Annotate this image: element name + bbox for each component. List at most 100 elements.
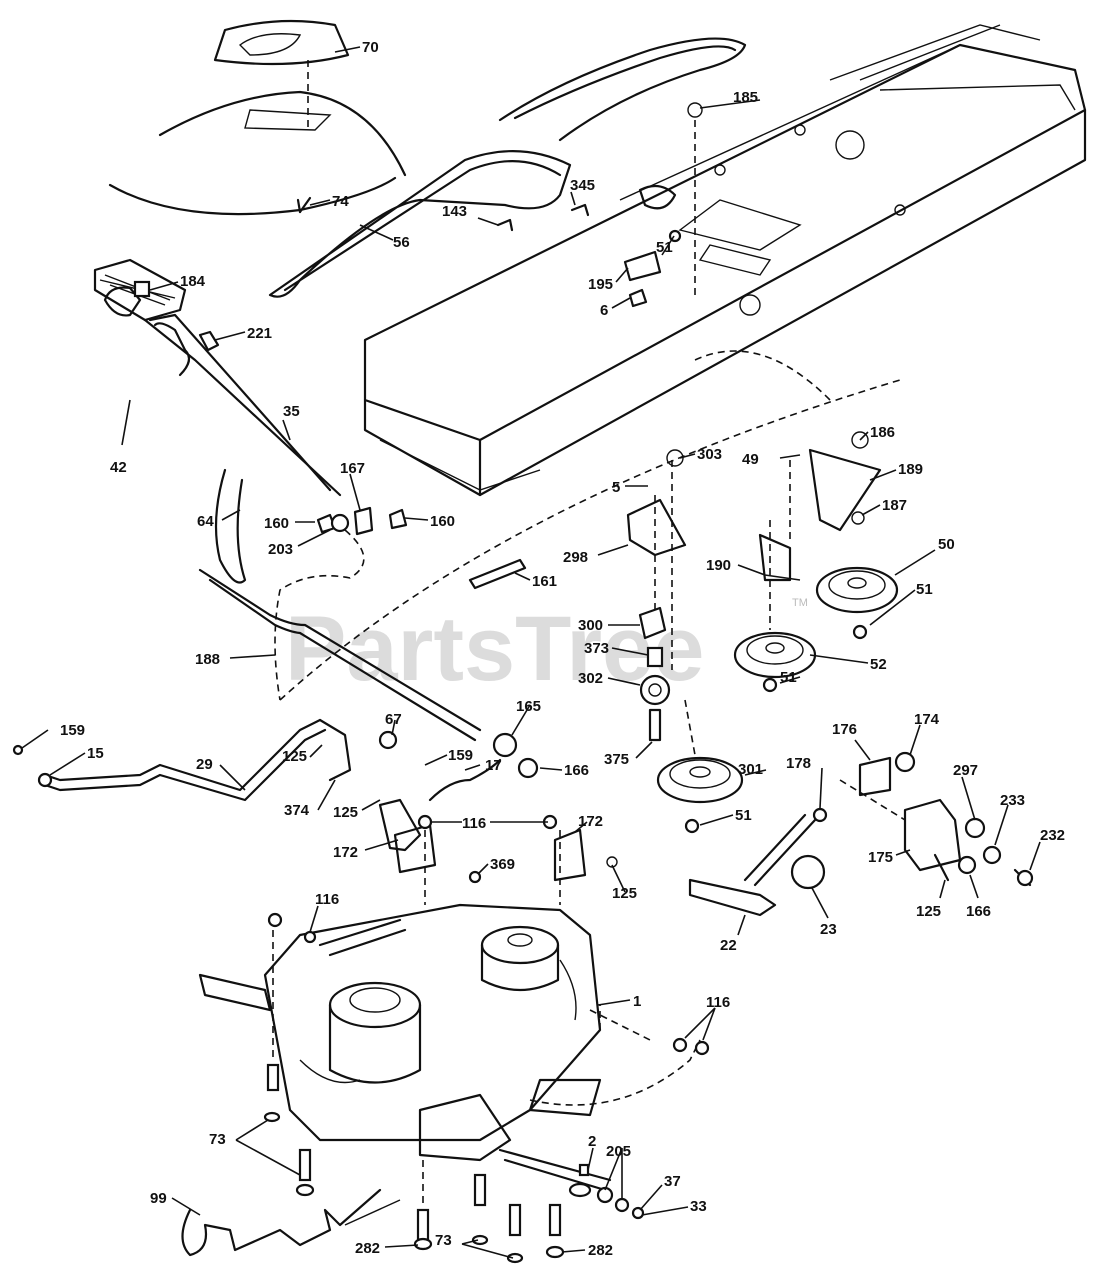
brake-pedal-part — [93, 258, 342, 497]
callout-221: 221 — [247, 325, 272, 342]
callout-167: 167 — [340, 460, 365, 477]
callout-125-b: 125 — [333, 804, 358, 821]
callout-116-left: 116 — [315, 891, 339, 908]
callout-35: 35 — [283, 403, 300, 420]
leader-lines — [21, 46, 1041, 1259]
callout-374: 374 — [284, 802, 310, 819]
callout-70: 70 — [362, 39, 379, 56]
callout-375: 375 — [604, 751, 629, 768]
brake-link-part — [12, 718, 539, 852]
callout-160-right: 160 — [430, 513, 455, 530]
callout-187: 187 — [882, 497, 907, 514]
callout-282-left: 282 — [355, 1240, 380, 1257]
callout-15: 15 — [87, 745, 104, 762]
callout-373: 373 — [584, 640, 609, 657]
callout-74: 74 — [332, 193, 349, 210]
linkage-parts — [274, 350, 901, 701]
callout-33: 33 — [690, 1198, 707, 1215]
rod-99-part — [181, 1188, 401, 1257]
bracket-176-part — [839, 751, 1034, 887]
callout-301: 301 — [738, 761, 763, 778]
idler-pulley-301-part — [656, 699, 744, 804]
callout-51-lower: 51 — [780, 669, 797, 686]
callout-190: 190 — [706, 557, 731, 574]
oring-23-part — [790, 854, 826, 890]
callout-51-mid: 51 — [916, 581, 933, 598]
callout-161: 161 — [532, 573, 557, 590]
callout-186: 186 — [870, 424, 895, 441]
callout-178: 178 — [786, 755, 811, 772]
idler-pulley-50-part — [815, 566, 899, 614]
callout-labels: 70 74 56 345 143 185 51 195 6 184 221 35… — [60, 39, 1065, 1259]
callout-1: 1 — [633, 993, 641, 1010]
callout-73-left: 73 — [209, 1131, 226, 1148]
hood-cover-part — [108, 19, 407, 216]
bracket-172-part — [393, 814, 618, 905]
callout-184: 184 — [180, 273, 206, 290]
callout-188: 188 — [195, 651, 220, 668]
callout-282-right: 282 — [588, 1242, 613, 1259]
idler-bracket-298-part — [626, 449, 687, 742]
callout-300: 300 — [578, 617, 603, 634]
callout-297: 297 — [953, 762, 978, 779]
callout-6: 6 — [600, 302, 608, 319]
callout-2: 2 — [588, 1133, 596, 1150]
transaxle-part — [198, 903, 701, 1198]
callout-176: 176 — [832, 721, 857, 738]
callout-51-top: 51 — [656, 239, 673, 256]
callout-125-d: 125 — [916, 903, 941, 920]
callout-143: 143 — [442, 203, 467, 220]
callout-99: 99 — [150, 1190, 167, 1207]
callout-159-left: 159 — [60, 722, 85, 739]
callout-67: 67 — [385, 711, 402, 728]
hardware-parts — [296, 102, 868, 884]
callout-22: 22 — [720, 937, 737, 954]
callout-17: 17 — [485, 757, 502, 774]
callout-232: 232 — [1040, 827, 1065, 844]
tractor-frame-part — [363, 24, 1087, 497]
knob-184-part — [103, 280, 151, 317]
callout-29: 29 — [196, 756, 213, 773]
callout-50: 50 — [938, 536, 955, 553]
callout-203: 203 — [268, 541, 293, 558]
callout-165: 165 — [516, 698, 541, 715]
callout-5: 5 — [612, 479, 620, 496]
clip-221-part — [198, 330, 220, 352]
callout-116-right: 116 — [706, 994, 730, 1011]
callout-73-bottom: 73 — [435, 1232, 452, 1249]
callout-159-right: 159 — [448, 747, 473, 764]
callout-37: 37 — [664, 1173, 681, 1190]
callout-56: 56 — [393, 234, 410, 251]
pins-73-282-part — [263, 912, 710, 1264]
callout-172-right: 172 — [578, 813, 603, 830]
callout-189: 189 — [898, 461, 923, 478]
callout-125-a: 125 — [282, 748, 307, 765]
callout-303: 303 — [697, 446, 722, 463]
callout-175: 175 — [868, 849, 893, 866]
callout-42: 42 — [110, 459, 127, 476]
callout-302: 302 — [578, 670, 603, 687]
callout-49: 49 — [742, 451, 759, 468]
callout-52: 52 — [870, 656, 887, 673]
callout-23: 23 — [820, 921, 837, 938]
callout-51-bottom: 51 — [735, 807, 752, 824]
callout-233: 233 — [1000, 792, 1025, 809]
callout-172-left: 172 — [333, 844, 358, 861]
idler-pulley-52-part — [733, 631, 817, 679]
callout-185: 185 — [733, 89, 758, 106]
callout-205: 205 — [606, 1143, 631, 1160]
callout-166-left: 166 — [564, 762, 589, 779]
callout-125-c: 125 — [612, 885, 637, 902]
callout-116-mid: 116 — [462, 815, 486, 832]
watermark-trademark: TM — [792, 597, 808, 609]
lever-22-part — [688, 807, 828, 917]
drive-belt-part — [268, 37, 747, 298]
callout-369: 369 — [490, 856, 515, 873]
callout-166-right: 166 — [966, 903, 991, 920]
callout-174: 174 — [914, 711, 940, 728]
callout-345: 345 — [570, 177, 595, 194]
callout-298: 298 — [563, 549, 588, 566]
callout-64: 64 — [197, 513, 214, 530]
callout-160-left: 160 — [264, 515, 289, 532]
